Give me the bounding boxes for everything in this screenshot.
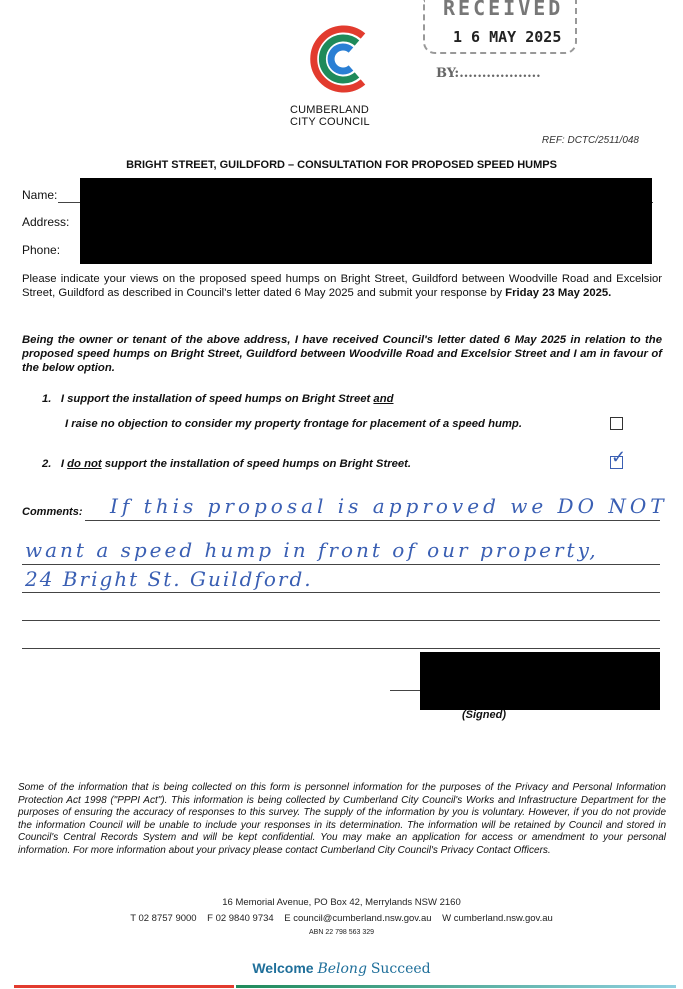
option-2: 2. I do not support the installation of … (42, 458, 412, 470)
intro-paragraph: Please indicate your views on the propos… (22, 273, 662, 299)
redacted-personal-details (80, 178, 652, 264)
checkmark-icon: ✓ (611, 447, 627, 467)
comment-line-2: want a speed hump in front of our proper… (25, 538, 599, 562)
option-1-detail: I raise no objection to consider my prop… (65, 418, 522, 430)
footer-address: 16 Memorial Avenue, PO Box 42, Merryland… (222, 897, 461, 908)
council-logo-icon (310, 25, 366, 93)
option-1: 1. I support the installation of speed h… (42, 393, 394, 405)
address-label: Address: (22, 215, 70, 229)
footer-abn: ABN 22 798 563 329 (309, 929, 374, 936)
declaration-paragraph: Being the owner or tenant of the above a… (22, 334, 662, 374)
privacy-notice: Some of the information that is being co… (18, 782, 666, 856)
redacted-signature (420, 652, 660, 710)
stamp-by: BY:.................. (436, 66, 541, 81)
received-stamp: RECEIVED 1 6 MAY 2025 (423, 0, 577, 54)
footer-bar-green (236, 985, 676, 988)
tagline: Welcome Belong Succeed (252, 960, 431, 977)
phone-label: Phone: (22, 243, 61, 257)
option-1-checkbox[interactable] (610, 417, 623, 430)
name-label: Name: (22, 188, 58, 202)
comment-line-3: 24 Bright St. Guildford. (25, 567, 313, 591)
signed-label: (Signed) (462, 709, 506, 721)
comment-line-1: If this proposal is approved we DO NOT (110, 494, 668, 518)
footer-bar-red (14, 985, 234, 988)
option-2-checkbox[interactable]: ✓ (610, 447, 626, 469)
form-title: BRIGHT STREET, GUILDFORD – CONSULTATION … (126, 159, 557, 171)
reference-number: REF: DCTC/2511/048 (541, 135, 639, 146)
footer-contacts: T 02 8757 9000 F 02 9840 9734 E council@… (130, 913, 553, 924)
comments-label: Comments: (22, 506, 83, 518)
stamp-date: 1 6 MAY 2025 (453, 28, 562, 46)
